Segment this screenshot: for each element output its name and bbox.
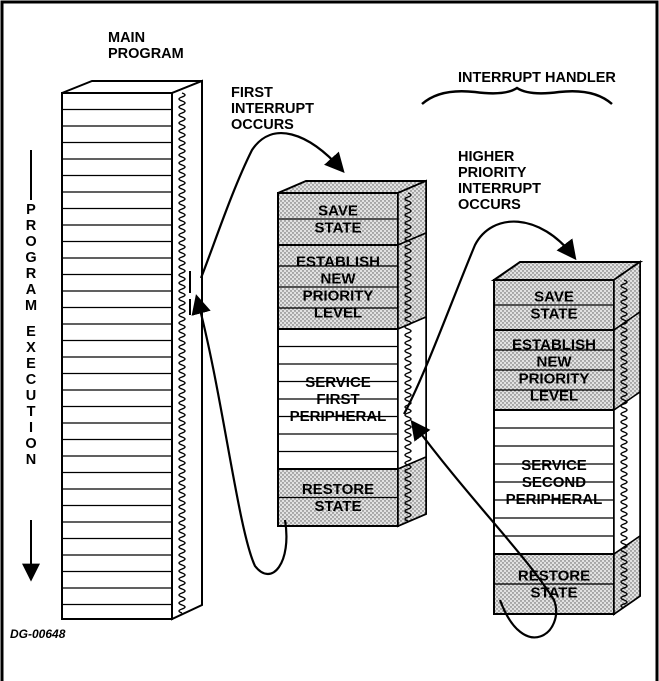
main-program-stack xyxy=(61,79,203,621)
figure-id: DG-00648 xyxy=(10,627,66,641)
higher-priority-label: HIGHER PRIORITY INTERRUPT OCCURS xyxy=(458,149,545,213)
return-to-handler1-arrow xyxy=(410,419,558,639)
return-to-main-arrow xyxy=(191,294,288,576)
flow-arrows xyxy=(191,132,577,639)
first-interrupt-label: FIRST INTERRUPT OCCURS xyxy=(231,85,318,133)
main-stack-front xyxy=(61,92,173,620)
main-program-label: MAIN PROGRAM xyxy=(108,30,184,62)
higher-priority-arrow xyxy=(403,220,577,415)
main-stack-side xyxy=(171,79,203,621)
handler-brace xyxy=(421,86,613,105)
interrupt-handler-label: INTERRUPT HANDLER xyxy=(458,70,616,86)
first-interrupt-arrow xyxy=(199,132,345,279)
